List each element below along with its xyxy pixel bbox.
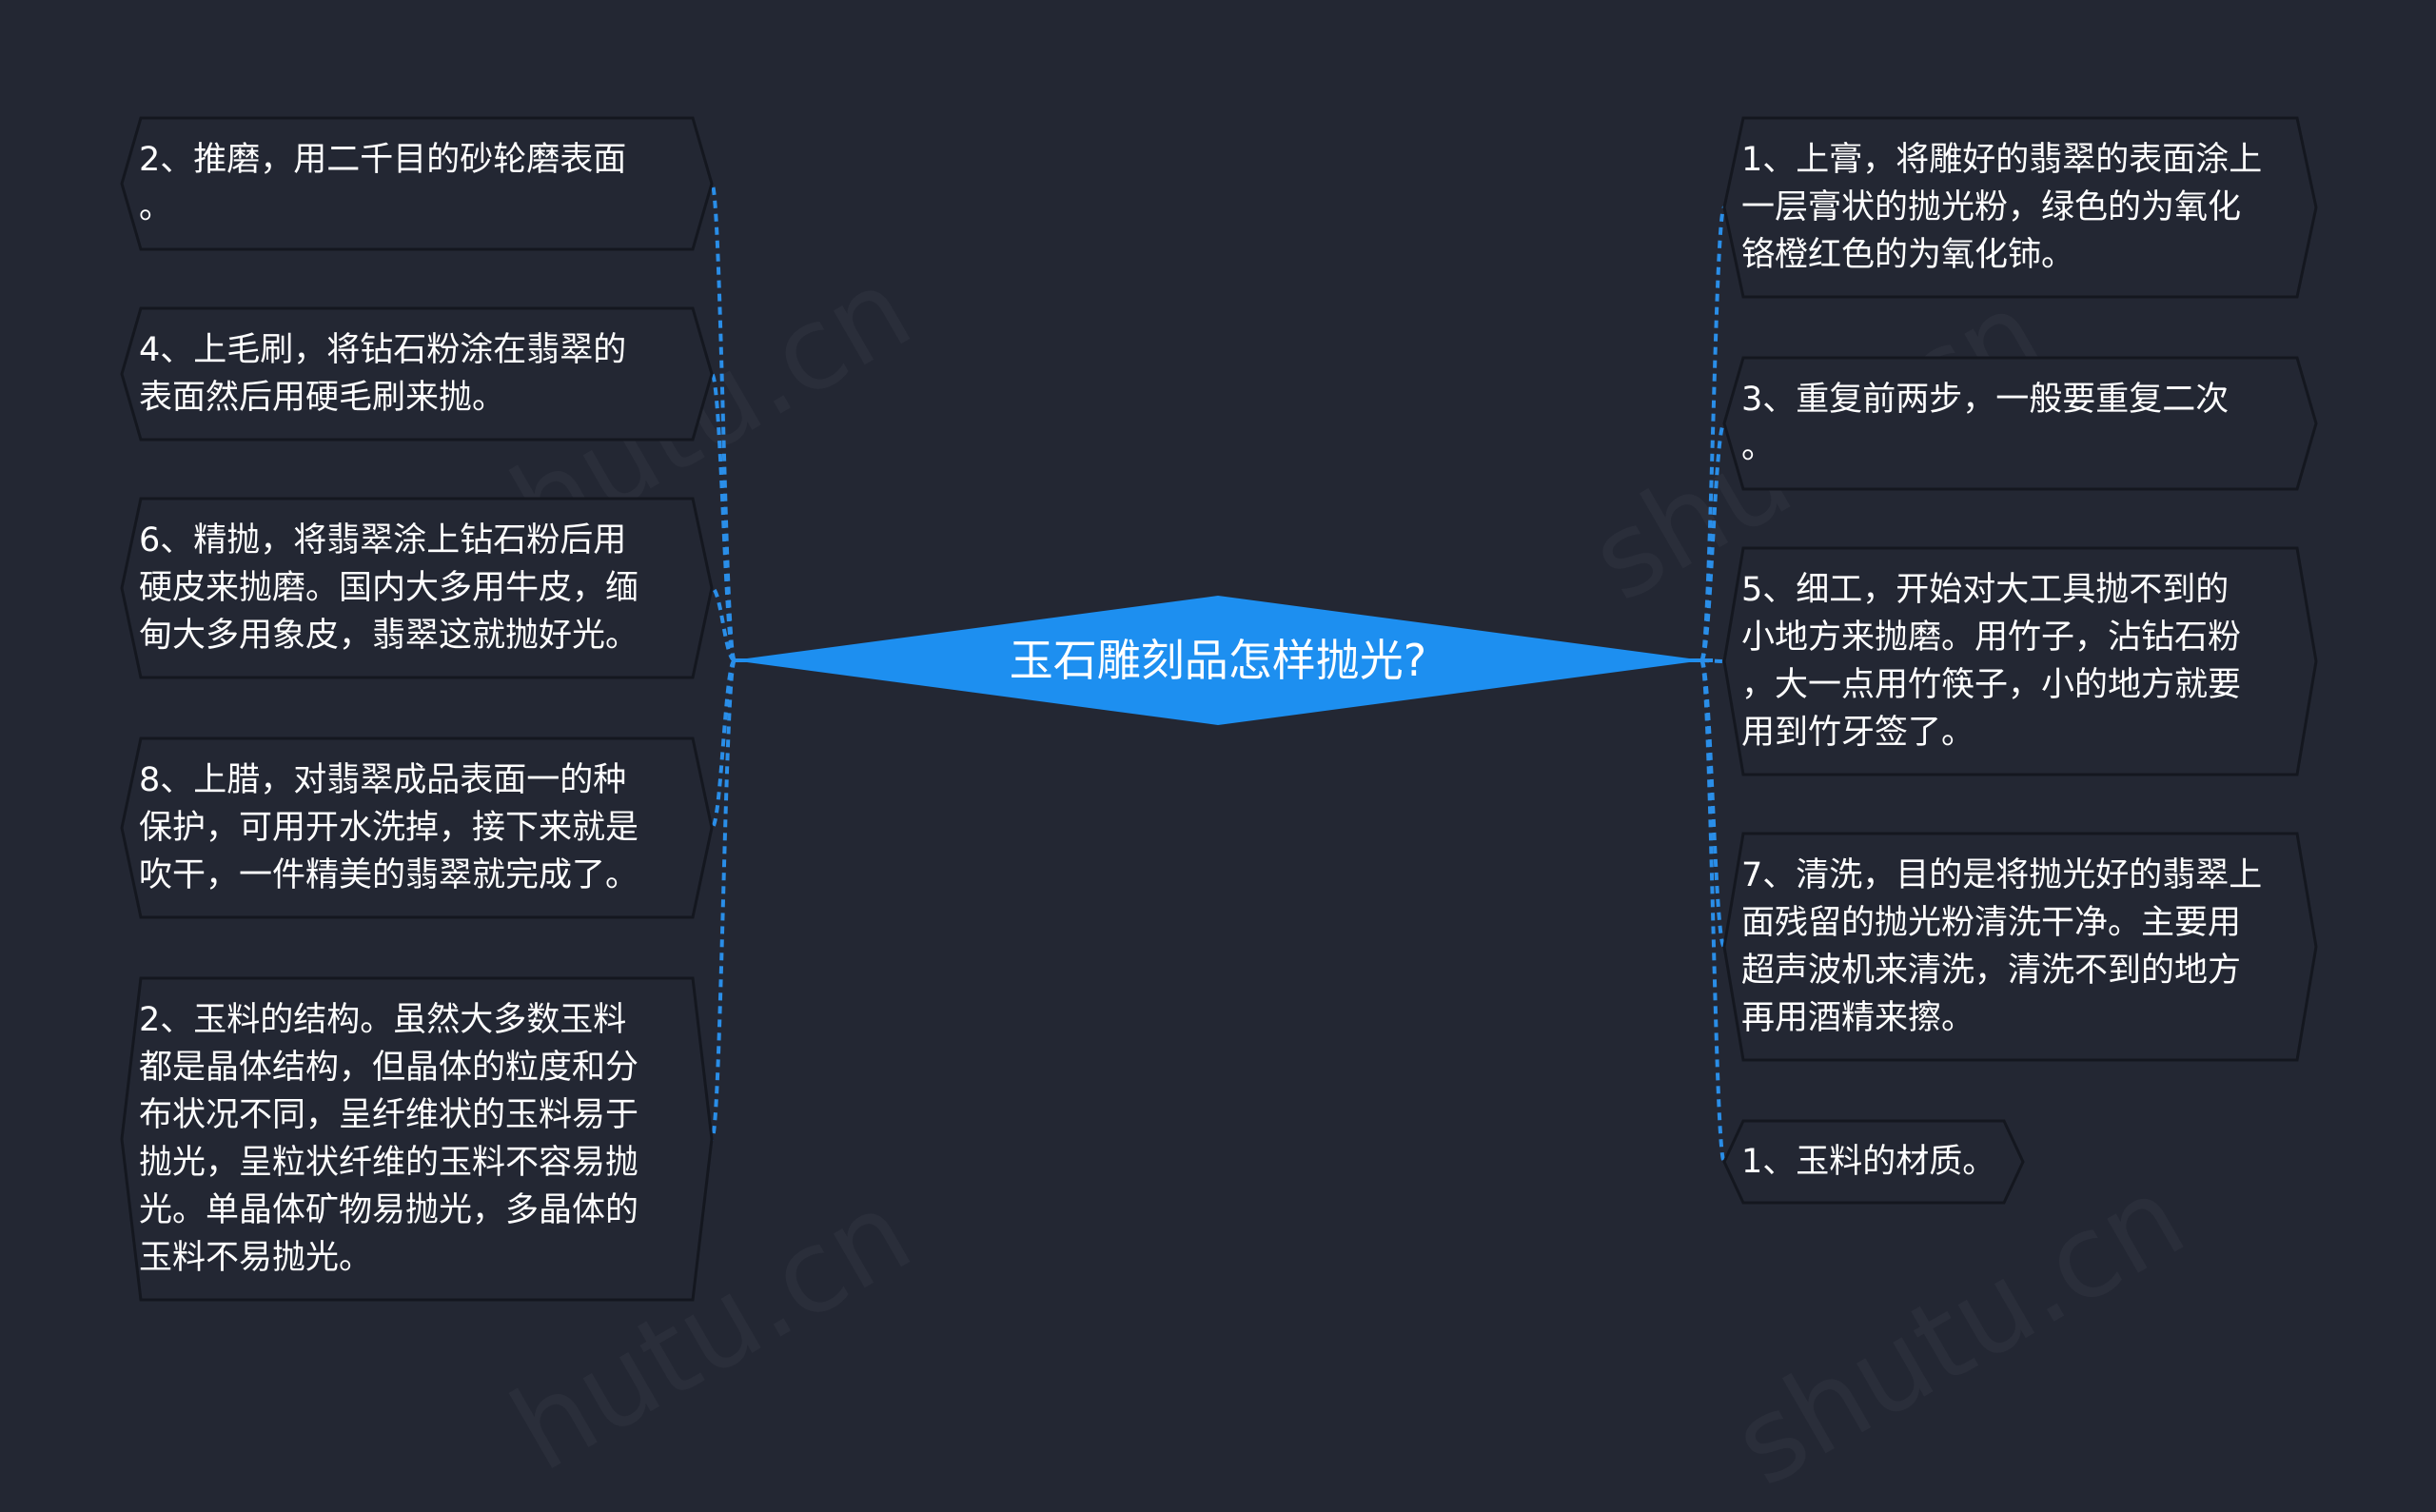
node-hexagon-shape	[1722, 356, 2318, 491]
node-hexagon-shape	[120, 497, 714, 679]
right-branch-label: 1、上膏，将雕好的翡翠的表面涂上 一层膏状的抛光粉，绿色的为氧化 铬橙红色的为氧…	[1741, 141, 2263, 274]
left-branch-label: 4、上毛刷，将钻石粉涂在翡翠的 表面然后用硬毛刷来抛。	[139, 331, 627, 417]
node-hexagon-shape	[120, 736, 714, 919]
mindmap-canvas: hutu.cn shutu.cn hutu.cn shutu.cn 玉石雕刻品怎…	[120, 116, 2318, 1302]
connector-line	[1699, 422, 1726, 662]
left-branch-label: 8、上腊，对翡翠成品表面一的种 保护，可用开水洗掉，接下来就是 吹干，一件精美的…	[139, 761, 639, 894]
left-branch-node[interactable]: 8、上腊，对翡翠成品表面一的种 保护，可用开水洗掉，接下来就是 吹干，一件精美的…	[120, 736, 714, 919]
root-topic-label: 玉石雕刻品怎样抛光?	[1009, 635, 1427, 686]
left-branch-node[interactable]: 2、玉料的结构。虽然大多数玉料 都是晶体结构，但晶体的粒度和分 布状况不同，呈纤…	[120, 976, 714, 1302]
node-hexagon-shape	[1722, 832, 2318, 1062]
right-branch-label: 7、清洗，目的是将抛光好的翡翠上 面残留的抛光粉清洗干净。主要用 超声波机来清洗…	[1741, 856, 2263, 1037]
node-hexagon-shape	[1722, 116, 2318, 299]
connector-line	[710, 658, 737, 830]
diamond-shape	[733, 596, 1703, 725]
left-branch-label: 2、玉料的结构。虽然大多数玉料 都是晶体结构，但晶体的粒度和分 布状况不同，呈纤…	[139, 1001, 639, 1277]
left-branch-label: 2、推磨，用二千目的砂轮磨表面 。	[139, 141, 627, 226]
right-branch-node[interactable]: 1、玉料的材质。	[1722, 1119, 2025, 1205]
right-branch-label: 1、玉料的材质。	[1741, 1143, 1996, 1181]
right-branch-node[interactable]: 7、清洗，目的是将抛光好的翡翠上 面残留的抛光粉清洗干净。主要用 超声波机来清洗…	[1722, 832, 2318, 1062]
connector-line	[1699, 206, 1726, 662]
connector-line	[710, 658, 737, 1141]
right-branch-label: 3、重复前两步，一般要重复二次 。	[1741, 381, 2230, 466]
node-hexagon-shape	[120, 306, 714, 442]
connector-line	[710, 372, 737, 662]
root-topic[interactable]: 玉石雕刻品怎样抛光?	[733, 596, 1703, 725]
right-branch-node[interactable]: 3、重复前两步，一般要重复二次 。	[1722, 356, 2318, 491]
connector-line	[1699, 658, 1726, 1164]
node-hexagon-shape	[1722, 1119, 2025, 1205]
node-hexagon-shape	[1722, 546, 2318, 776]
connector-line	[710, 182, 737, 662]
left-branch-label: 6、精抛，将翡翠涂上钻石粉后用 硬皮来抛磨。国内大多用牛皮，缅 甸大多用象皮，翡…	[139, 521, 639, 655]
node-hexagon-shape	[120, 116, 714, 251]
left-branch-node[interactable]: 6、精抛，将翡翠涂上钻石粉后用 硬皮来抛磨。国内大多用牛皮，缅 甸大多用象皮，翡…	[120, 497, 714, 679]
connector-line	[710, 586, 737, 662]
node-hexagon-shape	[120, 976, 714, 1302]
connector-lines	[710, 182, 1726, 1164]
right-branch-label: 5、细工，开始对大工具抛不到的 小地方来抛磨。用竹子，沾钻石粉 ，大一点用竹筷子…	[1741, 571, 2242, 752]
left-branch-node[interactable]: 2、推磨，用二千目的砂轮磨表面 。	[120, 116, 714, 251]
right-branch-node[interactable]: 5、细工，开始对大工具抛不到的 小地方来抛磨。用竹子，沾钻石粉 ，大一点用竹筷子…	[1722, 546, 2318, 776]
left-branch-node[interactable]: 4、上毛刷，将钻石粉涂在翡翠的 表面然后用硬毛刷来抛。	[120, 306, 714, 442]
right-branch-node[interactable]: 1、上膏，将雕好的翡翠的表面涂上 一层膏状的抛光粉，绿色的为氧化 铬橙红色的为氧…	[1722, 116, 2318, 299]
